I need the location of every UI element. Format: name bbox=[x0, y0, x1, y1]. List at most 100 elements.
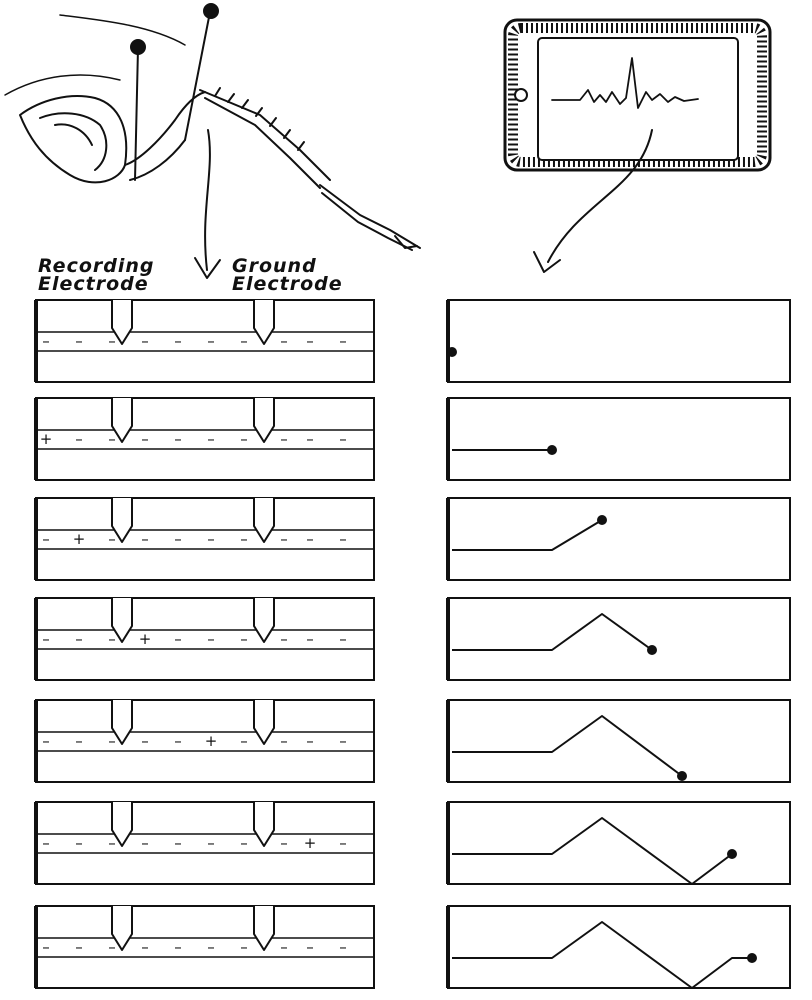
stage-row: –––––––––– bbox=[34, 299, 791, 383]
negative-charge: – bbox=[306, 430, 314, 448]
negative-charge: – bbox=[207, 834, 215, 852]
tablet-illustration bbox=[503, 18, 772, 172]
negative-charge: – bbox=[280, 938, 288, 956]
negative-charge: – bbox=[240, 732, 248, 750]
negative-charge: – bbox=[240, 430, 248, 448]
recording-electrode bbox=[111, 398, 133, 443]
voltage-trace bbox=[452, 613, 653, 651]
nerve-panel: –+–––––––– bbox=[34, 497, 375, 581]
negative-charge: – bbox=[280, 332, 288, 350]
voltage-trace bbox=[452, 921, 752, 989]
recording-electrode bbox=[111, 498, 133, 543]
negative-charge: – bbox=[280, 630, 288, 648]
negative-charge: – bbox=[280, 430, 288, 448]
trace-panel bbox=[446, 905, 791, 989]
voltage-trace bbox=[452, 817, 733, 885]
negative-charge: – bbox=[42, 834, 50, 852]
voltage-trace bbox=[452, 519, 603, 551]
positive-charge: + bbox=[304, 834, 317, 852]
negative-charge: – bbox=[141, 430, 149, 448]
negative-charge: – bbox=[240, 332, 248, 350]
home-button-icon bbox=[514, 88, 528, 102]
ground-electrode bbox=[253, 906, 275, 951]
negative-charge: – bbox=[108, 630, 116, 648]
trace-head-dot bbox=[447, 347, 457, 357]
negative-charge: – bbox=[141, 938, 149, 956]
stage-row: –+–––––––– bbox=[34, 497, 791, 581]
negative-charge: – bbox=[339, 630, 347, 648]
negative-charge: – bbox=[174, 430, 182, 448]
negative-charge: – bbox=[141, 834, 149, 852]
negative-charge: – bbox=[306, 530, 314, 548]
negative-charge: – bbox=[108, 430, 116, 448]
negative-charge: – bbox=[75, 332, 83, 350]
negative-charge: – bbox=[75, 430, 83, 448]
nerve-panel: –––––––––– bbox=[34, 905, 375, 989]
negative-charge: – bbox=[306, 630, 314, 648]
ground-electrode bbox=[253, 398, 275, 443]
recording-electrode bbox=[111, 598, 133, 643]
voltage-trace bbox=[452, 715, 683, 777]
negative-charge: – bbox=[108, 530, 116, 548]
negative-charge: – bbox=[174, 834, 182, 852]
negative-charge: – bbox=[174, 530, 182, 548]
negative-charge: – bbox=[240, 530, 248, 548]
negative-charge: – bbox=[207, 630, 215, 648]
trace-head-dot bbox=[677, 771, 687, 781]
negative-charge: – bbox=[75, 834, 83, 852]
nerve-panel: ––––––––+– bbox=[34, 801, 375, 885]
ground-label-line1: Ground bbox=[232, 255, 317, 277]
negative-charge: – bbox=[42, 938, 50, 956]
negative-charge: – bbox=[339, 530, 347, 548]
trace-panel bbox=[446, 397, 791, 481]
positive-charge: + bbox=[40, 430, 53, 448]
ground-label-line2: Electrode bbox=[232, 273, 343, 295]
negative-charge: – bbox=[207, 430, 215, 448]
negative-charge: – bbox=[108, 834, 116, 852]
negative-charge: – bbox=[42, 332, 50, 350]
negative-charge: – bbox=[42, 732, 50, 750]
trace-head-dot bbox=[547, 445, 557, 455]
trace-panel bbox=[446, 801, 791, 885]
trace-head-dot bbox=[727, 849, 737, 859]
negative-charge: – bbox=[339, 732, 347, 750]
negative-charge: – bbox=[108, 732, 116, 750]
negative-charge: – bbox=[207, 938, 215, 956]
trace-head-dot bbox=[597, 515, 607, 525]
recording-label-line2: Electrode bbox=[38, 273, 149, 295]
positive-charge: + bbox=[139, 630, 152, 648]
negative-charge: – bbox=[207, 530, 215, 548]
negative-charge: – bbox=[141, 732, 149, 750]
insect-leg-illustration bbox=[4, 3, 421, 251]
ground-electrode bbox=[253, 300, 275, 345]
trace-panel bbox=[446, 299, 791, 383]
positive-charge: + bbox=[73, 530, 86, 548]
recording-electrode bbox=[111, 802, 133, 847]
negative-charge: – bbox=[42, 530, 50, 548]
negative-charge: – bbox=[108, 938, 116, 956]
negative-charge: – bbox=[141, 332, 149, 350]
ground-electrode bbox=[253, 598, 275, 643]
negative-charge: – bbox=[339, 430, 347, 448]
nerve-panel: +––––––––– bbox=[34, 397, 375, 481]
nerve-panel: –––––––––– bbox=[34, 299, 375, 383]
stage-row: –––––+–––– bbox=[34, 699, 791, 783]
trace-panel bbox=[446, 597, 791, 681]
ground-electrode-label: Ground Electrode bbox=[232, 255, 343, 295]
stage-row: –––––––––– bbox=[34, 905, 791, 989]
arrow-from-insect bbox=[194, 129, 221, 279]
negative-charge: – bbox=[75, 732, 83, 750]
recording-electrode bbox=[111, 906, 133, 951]
negative-charge: – bbox=[339, 332, 347, 350]
ground-electrode bbox=[253, 498, 275, 543]
nerve-panel: –––––+–––– bbox=[34, 699, 375, 783]
negative-charge: – bbox=[141, 530, 149, 548]
ground-electrode bbox=[253, 700, 275, 745]
stage-rows: ––––––––––+––––––––––+–––––––––––+––––––… bbox=[34, 299, 791, 989]
stage-row: +––––––––– bbox=[34, 397, 791, 481]
negative-charge: – bbox=[75, 630, 83, 648]
negative-charge: – bbox=[306, 732, 314, 750]
arrow-from-tablet bbox=[533, 129, 653, 273]
negative-charge: – bbox=[42, 630, 50, 648]
